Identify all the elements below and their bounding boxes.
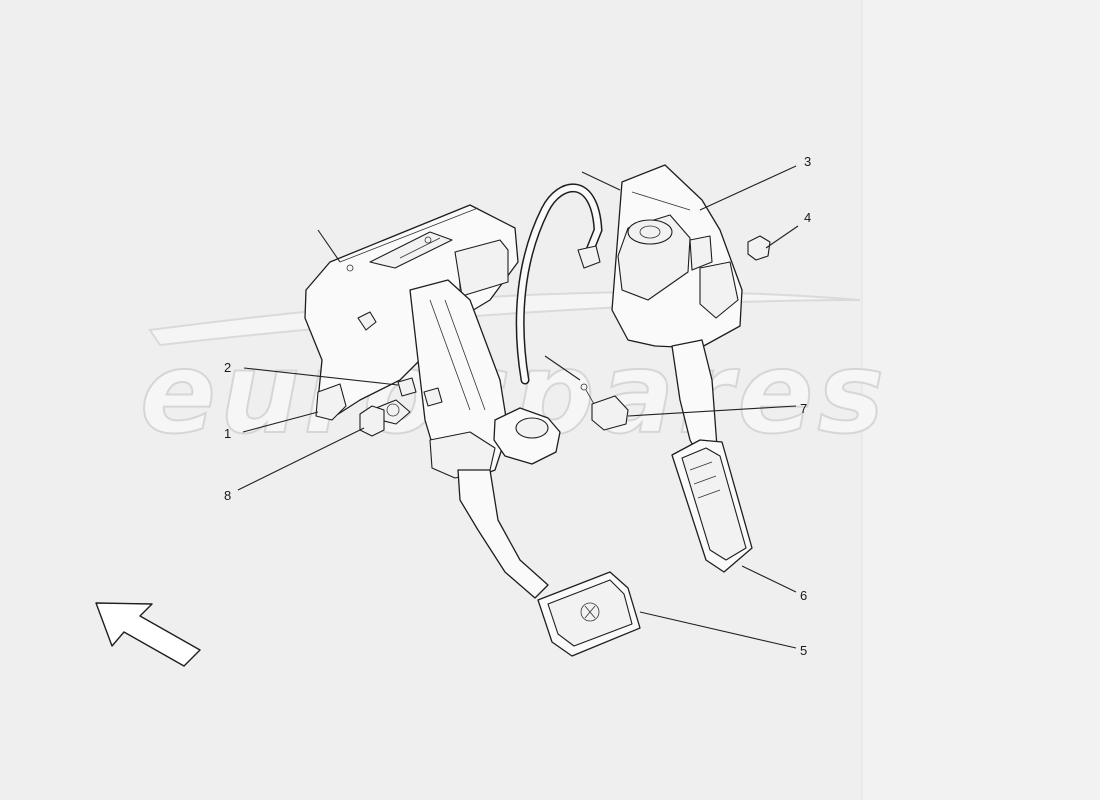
margin-panel [862, 0, 1100, 800]
callout-3: 3 [699, 154, 811, 211]
callout-5: 5 [639, 611, 807, 658]
callout-label-7: 7 [800, 401, 807, 416]
clutch-hose [515, 183, 603, 385]
leader-switch-group [544, 355, 581, 381]
callout-label-8: 8 [224, 488, 231, 503]
callout-4: 4 [765, 210, 811, 249]
callout-label-1: 1 [224, 426, 231, 441]
callout-2: 2 [224, 360, 399, 386]
nut-part-4 [747, 235, 771, 261]
watermark-text: eurospares [140, 329, 888, 459]
callout-7: 7 [627, 401, 807, 417]
callout-1: 1 [224, 411, 319, 441]
leader-accelerator-group [581, 171, 621, 191]
callout-label-2: 2 [224, 360, 231, 375]
callout-label-4: 4 [804, 210, 811, 225]
brake-pedal-box [304, 204, 641, 657]
callout-6: 6 [741, 565, 807, 603]
callout-8: 8 [224, 427, 365, 503]
accelerator-pedal-assembly [611, 164, 753, 573]
stop-switch-part-7 [580, 383, 629, 431]
callout-label-3: 3 [804, 154, 811, 169]
callout-label-5: 5 [800, 643, 807, 658]
watermark-logo: eurospares [139, 290, 888, 460]
leader-pedal-box [317, 229, 341, 263]
callout-label-6: 6 [800, 588, 807, 603]
direction-arrow [95, 602, 201, 667]
